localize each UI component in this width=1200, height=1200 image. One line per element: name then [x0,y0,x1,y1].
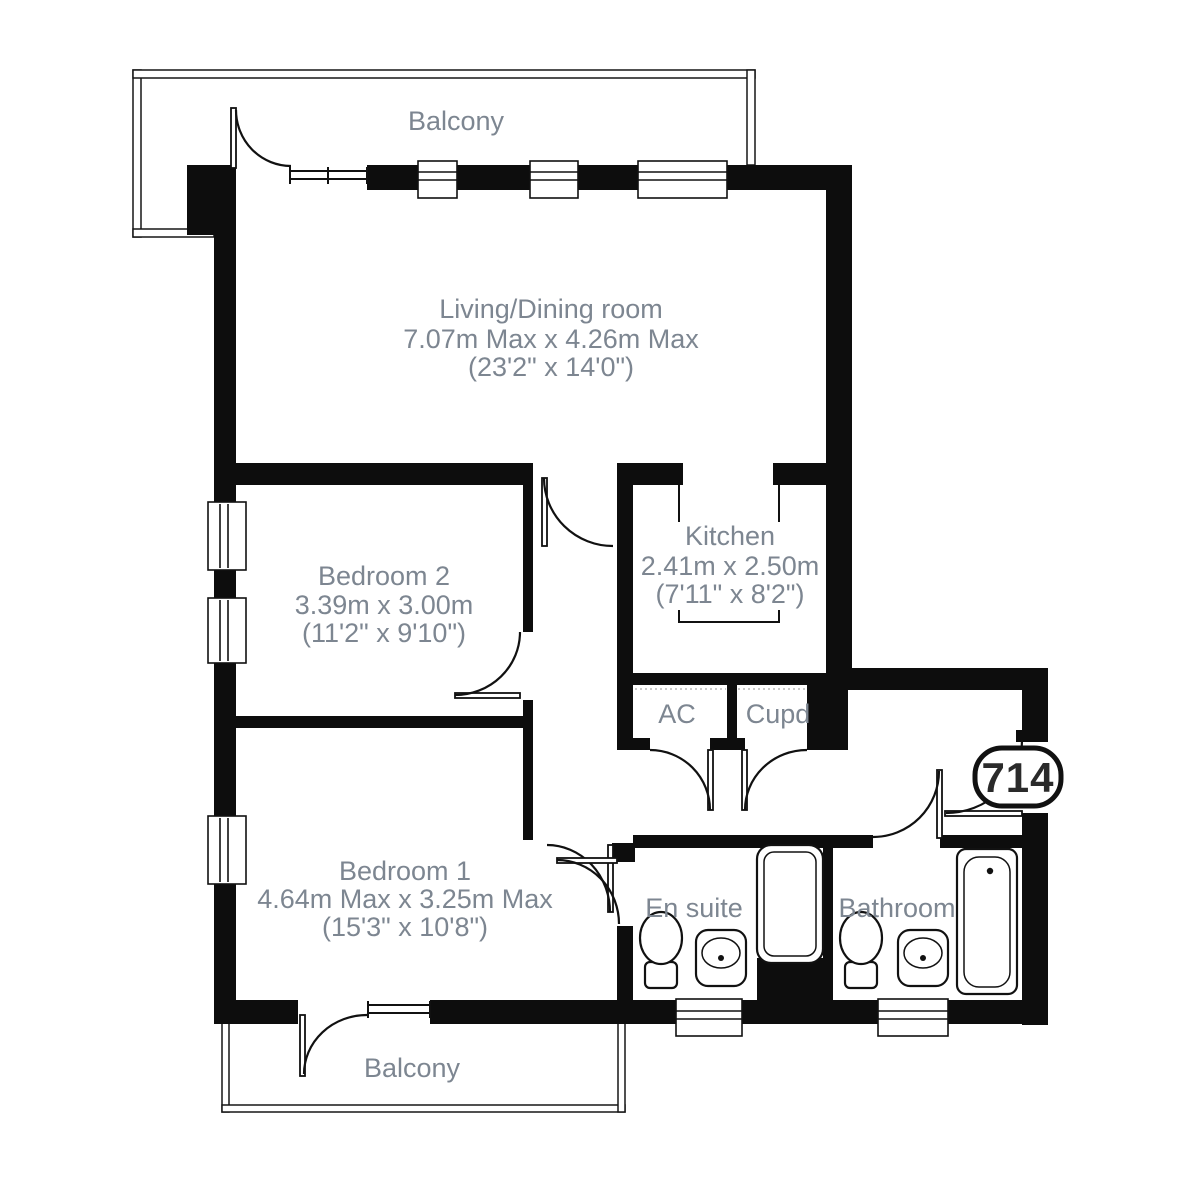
washbasin [896,928,950,988]
window [637,160,728,199]
door-living-balcony [230,107,292,169]
living-room-imperial: (23'2" x 14'0") [468,352,634,382]
door-bathroom [872,769,943,839]
unit-number-badge: 714 [972,745,1064,809]
window [207,597,247,664]
interior-walls [214,463,1022,1004]
bathtub [955,847,1019,996]
door-living-hallway [541,477,614,548]
en-suite-label: En suite [645,893,743,923]
door-bedroom1-balcony [299,1013,368,1077]
window [207,815,247,885]
bathroom-label: Bathroom [838,893,955,923]
window [417,160,458,199]
bedroom-2-name: Bedroom 2 [318,561,450,591]
doors [230,107,1024,1077]
washbasin [694,928,748,988]
exterior-walls [187,165,1048,1025]
unit-number: 714 [981,754,1054,801]
window [877,998,949,1037]
window [207,501,247,571]
living-room-name: Living/Dining room [439,294,663,324]
balcony-bottom-label: Balcony [364,1053,461,1083]
window [289,167,368,184]
window [367,1001,431,1018]
kitchen-unit-outline [678,485,780,623]
window [529,160,579,199]
door-cupd-cupboard [741,748,808,811]
cupd-label: Cupd [746,699,811,729]
bedroom-2-imperial: (11'2" x 9'10") [302,618,466,648]
balcony-top-outline [132,69,756,238]
shower [755,843,825,965]
bedroom-1-imperial: (15'3" x 10'8") [322,912,488,942]
windows [207,160,949,1037]
kitchen-name: Kitchen [685,521,775,551]
toilet [838,910,884,990]
fixtures [638,843,1019,996]
door-bedroom-1 [546,843,614,913]
toilet [638,910,684,990]
window [675,998,743,1037]
kitchen-imperial: (7'11" x 8'2") [655,579,804,609]
bedroom-1-metric: 4.64m Max x 3.25m Max [257,884,553,914]
kitchen-metric: 2.41m x 2.50m [641,551,820,581]
labels: Balcony Living/Dining room 7.07m Max x 4… [257,106,955,1083]
balcony-top-label: Balcony [408,106,505,136]
door-ac-cupboard [649,748,714,811]
door-en-suite [556,857,621,925]
bedroom-1-name: Bedroom 1 [339,856,471,886]
door-bedroom-2 [454,631,522,699]
living-room-metric: 7.07m Max x 4.26m Max [403,324,699,354]
ac-label: AC [658,699,696,729]
bedroom-2-metric: 3.39m x 3.00m [295,590,474,620]
